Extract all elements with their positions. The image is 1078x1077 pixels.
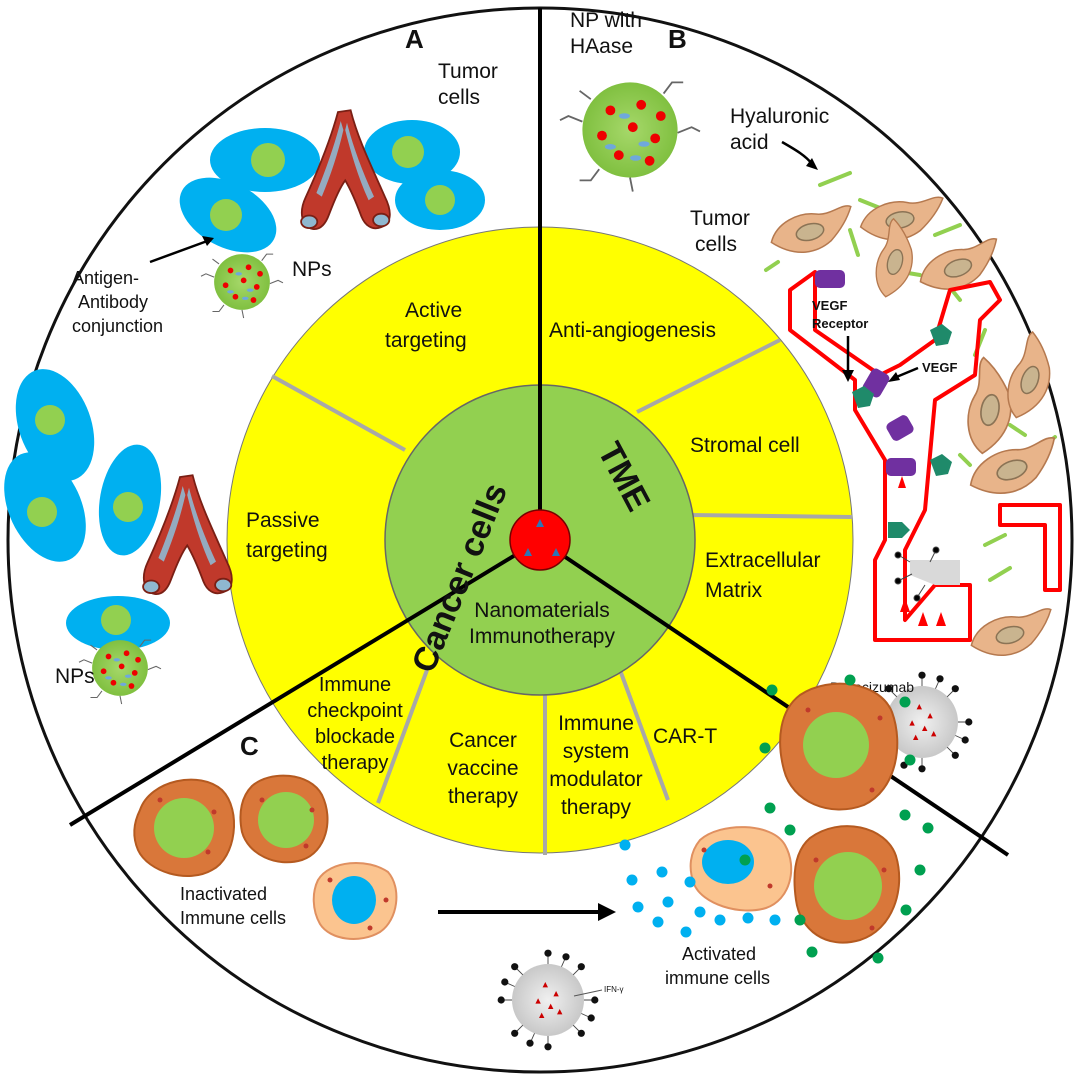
active-targeting-1: Active	[405, 299, 462, 322]
np-haase-2: HAase	[570, 35, 633, 58]
passive-targeting-2: targeting	[246, 539, 328, 562]
immune-cell-inactive	[133, 778, 235, 878]
center-dot	[509, 509, 571, 571]
checkpoint-2: checkpoint	[307, 700, 403, 722]
immunotherapy-label: Immunotherapy	[469, 625, 615, 648]
vaccine-1: Cancer	[449, 729, 517, 752]
stromal-cell: Stromal cell	[690, 434, 800, 457]
checkpoint-1: Immune	[319, 674, 391, 696]
tumor-cells-b-1: Tumor	[690, 207, 750, 230]
checkpoint-4: therapy	[322, 752, 389, 774]
ifn-carrier	[497, 949, 599, 1051]
antigen-arrow	[149, 238, 211, 264]
immune-cell-active	[689, 826, 793, 912]
vaccine-2: vaccine	[447, 757, 518, 780]
inactivated-1: Inactivated	[180, 884, 267, 904]
modulator-3: modulator	[549, 768, 642, 791]
active-targeting-2: targeting	[385, 329, 467, 352]
modulator-1: Immune	[558, 712, 634, 735]
nanomaterials-label: Nanomaterials	[474, 599, 609, 622]
ifn-label: IFN-γ	[604, 985, 624, 994]
immune-cell-active	[779, 682, 899, 811]
inactivated-2: Immune cells	[180, 908, 286, 928]
sector-lines	[68, 8, 1010, 857]
activated-1: Activated	[682, 944, 756, 964]
panel-a-illustration: Tumor cells NPs Antigen- Antibody conjun…	[4, 60, 498, 705]
tumor-cells-a-1: Tumor	[438, 60, 498, 83]
anti-angiogenesis: Anti-angiogenesis	[549, 319, 716, 342]
vaccine-3: therapy	[448, 785, 519, 808]
checkpoint-3: blockade	[315, 726, 395, 748]
vegf-receptor-1: VEGF	[812, 298, 847, 313]
panel-c-illustration: Inactivated Immune cells	[133, 674, 934, 1051]
ring-dividers	[271, 338, 853, 855]
car-t: CAR-T	[653, 725, 717, 748]
passive-targeting-1: Passive	[246, 509, 320, 532]
nps-top: NPs	[292, 258, 332, 281]
panel-a-letter: A	[405, 24, 424, 54]
vegf-label: VEGF	[922, 360, 957, 375]
tumor-cells-a-2: cells	[438, 86, 480, 109]
antigen-3: conjunction	[72, 316, 163, 336]
hyaluronic-2: acid	[730, 131, 769, 154]
ring-segment-labels: Active targeting Passive targeting Anti-…	[246, 299, 821, 819]
modulator-2: system	[563, 740, 630, 763]
modulator-4: therapy	[561, 796, 632, 819]
panel-b-illustration: NP with HAase Hyaluronic acid Tumor cell…	[559, 9, 1068, 773]
nps-bottom: NPs	[55, 665, 95, 688]
panel-c-letter: C	[240, 731, 259, 761]
activated-2: immune cells	[665, 968, 770, 988]
immune-cell-active	[793, 825, 901, 944]
vegf-receptor-2: Receptor	[812, 316, 868, 331]
immune-cell-inactive	[239, 774, 329, 864]
np-haase-1: NP with	[570, 9, 642, 32]
ecm-2: Matrix	[705, 579, 763, 602]
ecm-1: Extracellular	[705, 549, 821, 572]
panel-b-letter: B	[668, 24, 687, 54]
antigen-1: Antigen-	[72, 268, 139, 288]
hyaluronic-1: Hyaluronic	[730, 105, 829, 128]
immune-cell-inactive	[312, 862, 398, 940]
antigen-2: Antibody	[78, 292, 148, 312]
tumor-cells-b-2: cells	[695, 233, 737, 256]
